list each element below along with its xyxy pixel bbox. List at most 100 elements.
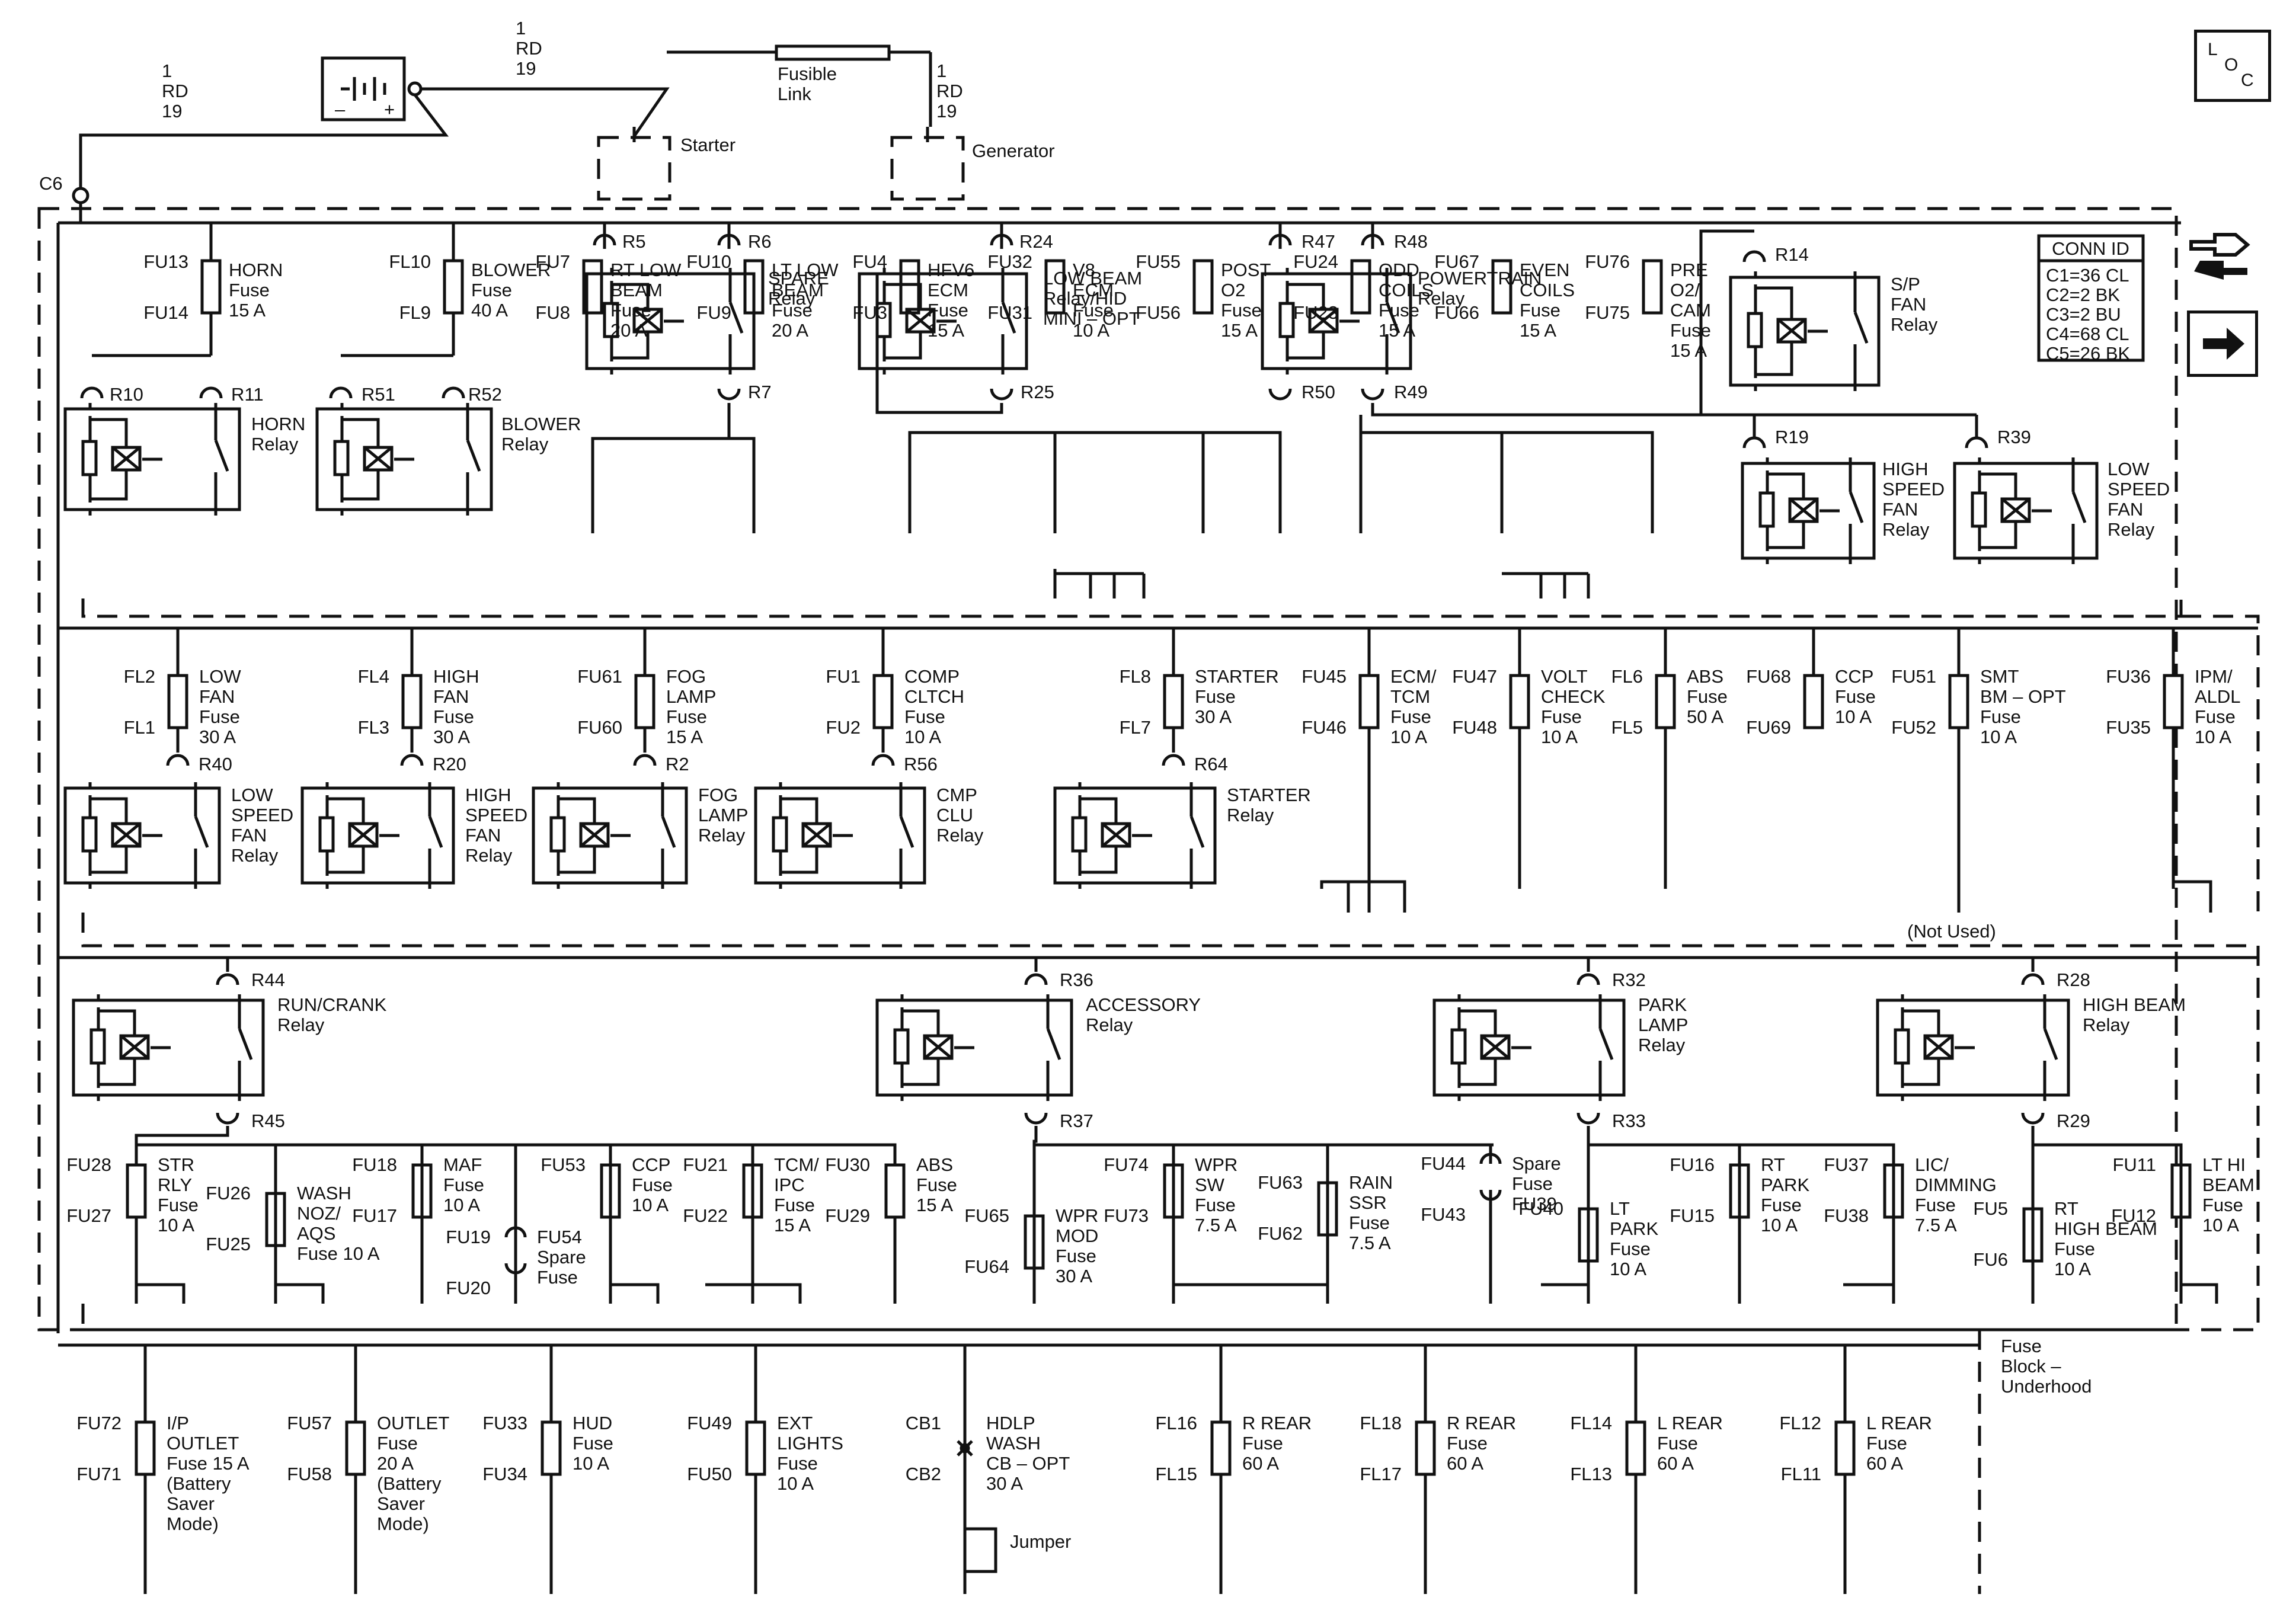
fuse-top-label: CB1 bbox=[906, 1413, 941, 1433]
fuse-top-label: FU67 bbox=[1434, 251, 1479, 272]
fuse-text: Fuse bbox=[377, 1433, 418, 1454]
fuse-bot-label: FU43 bbox=[1421, 1204, 1466, 1225]
fuse-text: Fuse bbox=[1447, 1433, 1488, 1454]
relay-switch bbox=[728, 302, 744, 334]
wire-label-left: 1 bbox=[162, 60, 172, 81]
fuse-text: Fuse bbox=[1657, 1433, 1698, 1454]
wire bbox=[136, 1143, 897, 1304]
pin-r5 bbox=[593, 233, 616, 246]
fuse-text: CCP bbox=[632, 1154, 670, 1175]
fuse-text: LOW bbox=[199, 666, 241, 687]
relay-wire bbox=[781, 846, 818, 874]
fuse-text: 15 A bbox=[916, 1195, 953, 1215]
fuse-text: SMT bbox=[1980, 666, 2019, 687]
fuse-text: Fuse bbox=[229, 280, 270, 300]
loc-icon[interactable]: L O C bbox=[2194, 30, 2271, 102]
back-navigation-icon[interactable] bbox=[2182, 218, 2259, 284]
fuse-text: 10 A bbox=[1610, 1259, 1646, 1279]
fuse-text: 20 A bbox=[377, 1453, 414, 1474]
relay-wire bbox=[902, 1009, 940, 1036]
fuse-text: Fuse bbox=[1056, 1246, 1096, 1266]
fuse-text: PARK bbox=[1761, 1174, 1809, 1195]
fuse-top-label: FU65 bbox=[964, 1205, 1009, 1226]
fuse-text: HFV6 bbox=[928, 260, 974, 280]
generator-label: Generator bbox=[972, 140, 1055, 161]
relay-pin-label: R20 bbox=[433, 754, 466, 774]
relay-blower bbox=[315, 407, 493, 511]
fuse-text: Fuse bbox=[1512, 1173, 1553, 1194]
fuse-top-label: FU45 bbox=[1302, 666, 1347, 687]
relay-pin-label: R28 bbox=[2057, 969, 2090, 990]
fuse-text: Fuse bbox=[904, 706, 945, 727]
fuse-text: EXT bbox=[777, 1413, 813, 1433]
fuse-text: Fuse bbox=[1980, 706, 2021, 727]
relay-coil-x bbox=[111, 446, 141, 471]
fuse-top-label: FL16 bbox=[1155, 1413, 1197, 1433]
fuse-top-label: FU13 bbox=[143, 251, 188, 272]
fuse-top-label: FU24 bbox=[1293, 251, 1338, 272]
fuse-text: RT bbox=[2054, 1198, 2078, 1219]
fuse-bot-label: FU34 bbox=[482, 1464, 527, 1484]
relay-label: Relay bbox=[277, 1014, 325, 1035]
relay-label: Relay bbox=[1086, 1014, 1133, 1035]
fuse-top-label: FL2 bbox=[124, 666, 155, 687]
fuse-text: V8 bbox=[1073, 260, 1095, 280]
fuse-text: LIGHTS bbox=[777, 1433, 843, 1454]
fuse-bot-label: FU71 bbox=[76, 1464, 121, 1484]
relay-pin-label: R40 bbox=[199, 754, 232, 774]
relay-wire bbox=[327, 797, 365, 824]
starter-label: Starter bbox=[680, 135, 736, 155]
fuse-text: Fuse bbox=[772, 300, 813, 321]
battery-feed-wire bbox=[79, 94, 449, 188]
fuse-text: 10 A bbox=[443, 1195, 480, 1215]
relay-pin-label: R36 bbox=[1060, 969, 1093, 990]
fuse-text: TCM/ bbox=[774, 1154, 819, 1175]
wire-label-mid: 1 bbox=[516, 18, 526, 39]
fuse-text: CAM bbox=[1670, 300, 1711, 321]
forward-navigation-icon[interactable] bbox=[2187, 311, 2258, 377]
fuse-text: IPC bbox=[774, 1174, 805, 1195]
fuse-text: SSR bbox=[1349, 1192, 1387, 1213]
fuse-text: Fuse bbox=[199, 706, 240, 727]
relay-label: Relay bbox=[1891, 314, 1938, 335]
fuse-text: NOZ/ bbox=[297, 1203, 341, 1224]
fuse-bot-label: FU75 bbox=[1585, 302, 1630, 323]
relay-wire bbox=[1902, 1009, 1940, 1036]
relay-row3 bbox=[875, 998, 1073, 1097]
fuse-bot-label: FU64 bbox=[964, 1256, 1009, 1277]
relay-wire bbox=[342, 418, 380, 447]
fuse-text: 7.5 A bbox=[1195, 1215, 1237, 1235]
relay-wire bbox=[612, 332, 650, 360]
battery-icon bbox=[321, 56, 406, 121]
wire bbox=[610, 1283, 660, 1304]
fuse-text: MAF bbox=[443, 1154, 482, 1175]
fuse-text: 30 A bbox=[1195, 706, 1232, 727]
fuse-top-label: FU32 bbox=[987, 251, 1032, 272]
relay-label: BLOWER bbox=[501, 414, 581, 434]
fuse-text: Fuse bbox=[1520, 300, 1560, 321]
wire-label-left: 19 bbox=[162, 101, 182, 121]
relay-coil-x bbox=[348, 822, 378, 847]
fuse-text: Mode) bbox=[167, 1513, 219, 1534]
wire bbox=[1361, 431, 1654, 533]
fuse-top-label: FU61 bbox=[577, 666, 622, 687]
fuse-text: POST bbox=[1221, 260, 1271, 280]
relay-wire bbox=[1767, 472, 1805, 499]
fuse-fl6 bbox=[1655, 674, 1676, 729]
fuse-fu33 bbox=[541, 1420, 562, 1476]
fuse-text: BEAM bbox=[2202, 1174, 2255, 1195]
fuse-text: BM – OPT bbox=[1980, 686, 2066, 707]
fuse-text: Fuse bbox=[928, 300, 968, 321]
pin-r48 bbox=[1361, 233, 1384, 246]
fuse-text: FU39 bbox=[1512, 1193, 1557, 1214]
pin-r7 bbox=[717, 388, 741, 401]
fuse-text: Fuse bbox=[1915, 1195, 1956, 1215]
wire bbox=[1587, 1126, 1741, 1304]
relay-resistor bbox=[1971, 491, 1987, 528]
relay-wire bbox=[1080, 846, 1118, 874]
fuse-top-label: FU55 bbox=[1136, 251, 1181, 272]
relay-label: FAN bbox=[1891, 294, 1926, 315]
fuse-text: 15 A bbox=[1379, 320, 1415, 341]
relay-powertrain bbox=[1261, 272, 1412, 370]
fuse-top-label: FU26 bbox=[206, 1183, 251, 1204]
